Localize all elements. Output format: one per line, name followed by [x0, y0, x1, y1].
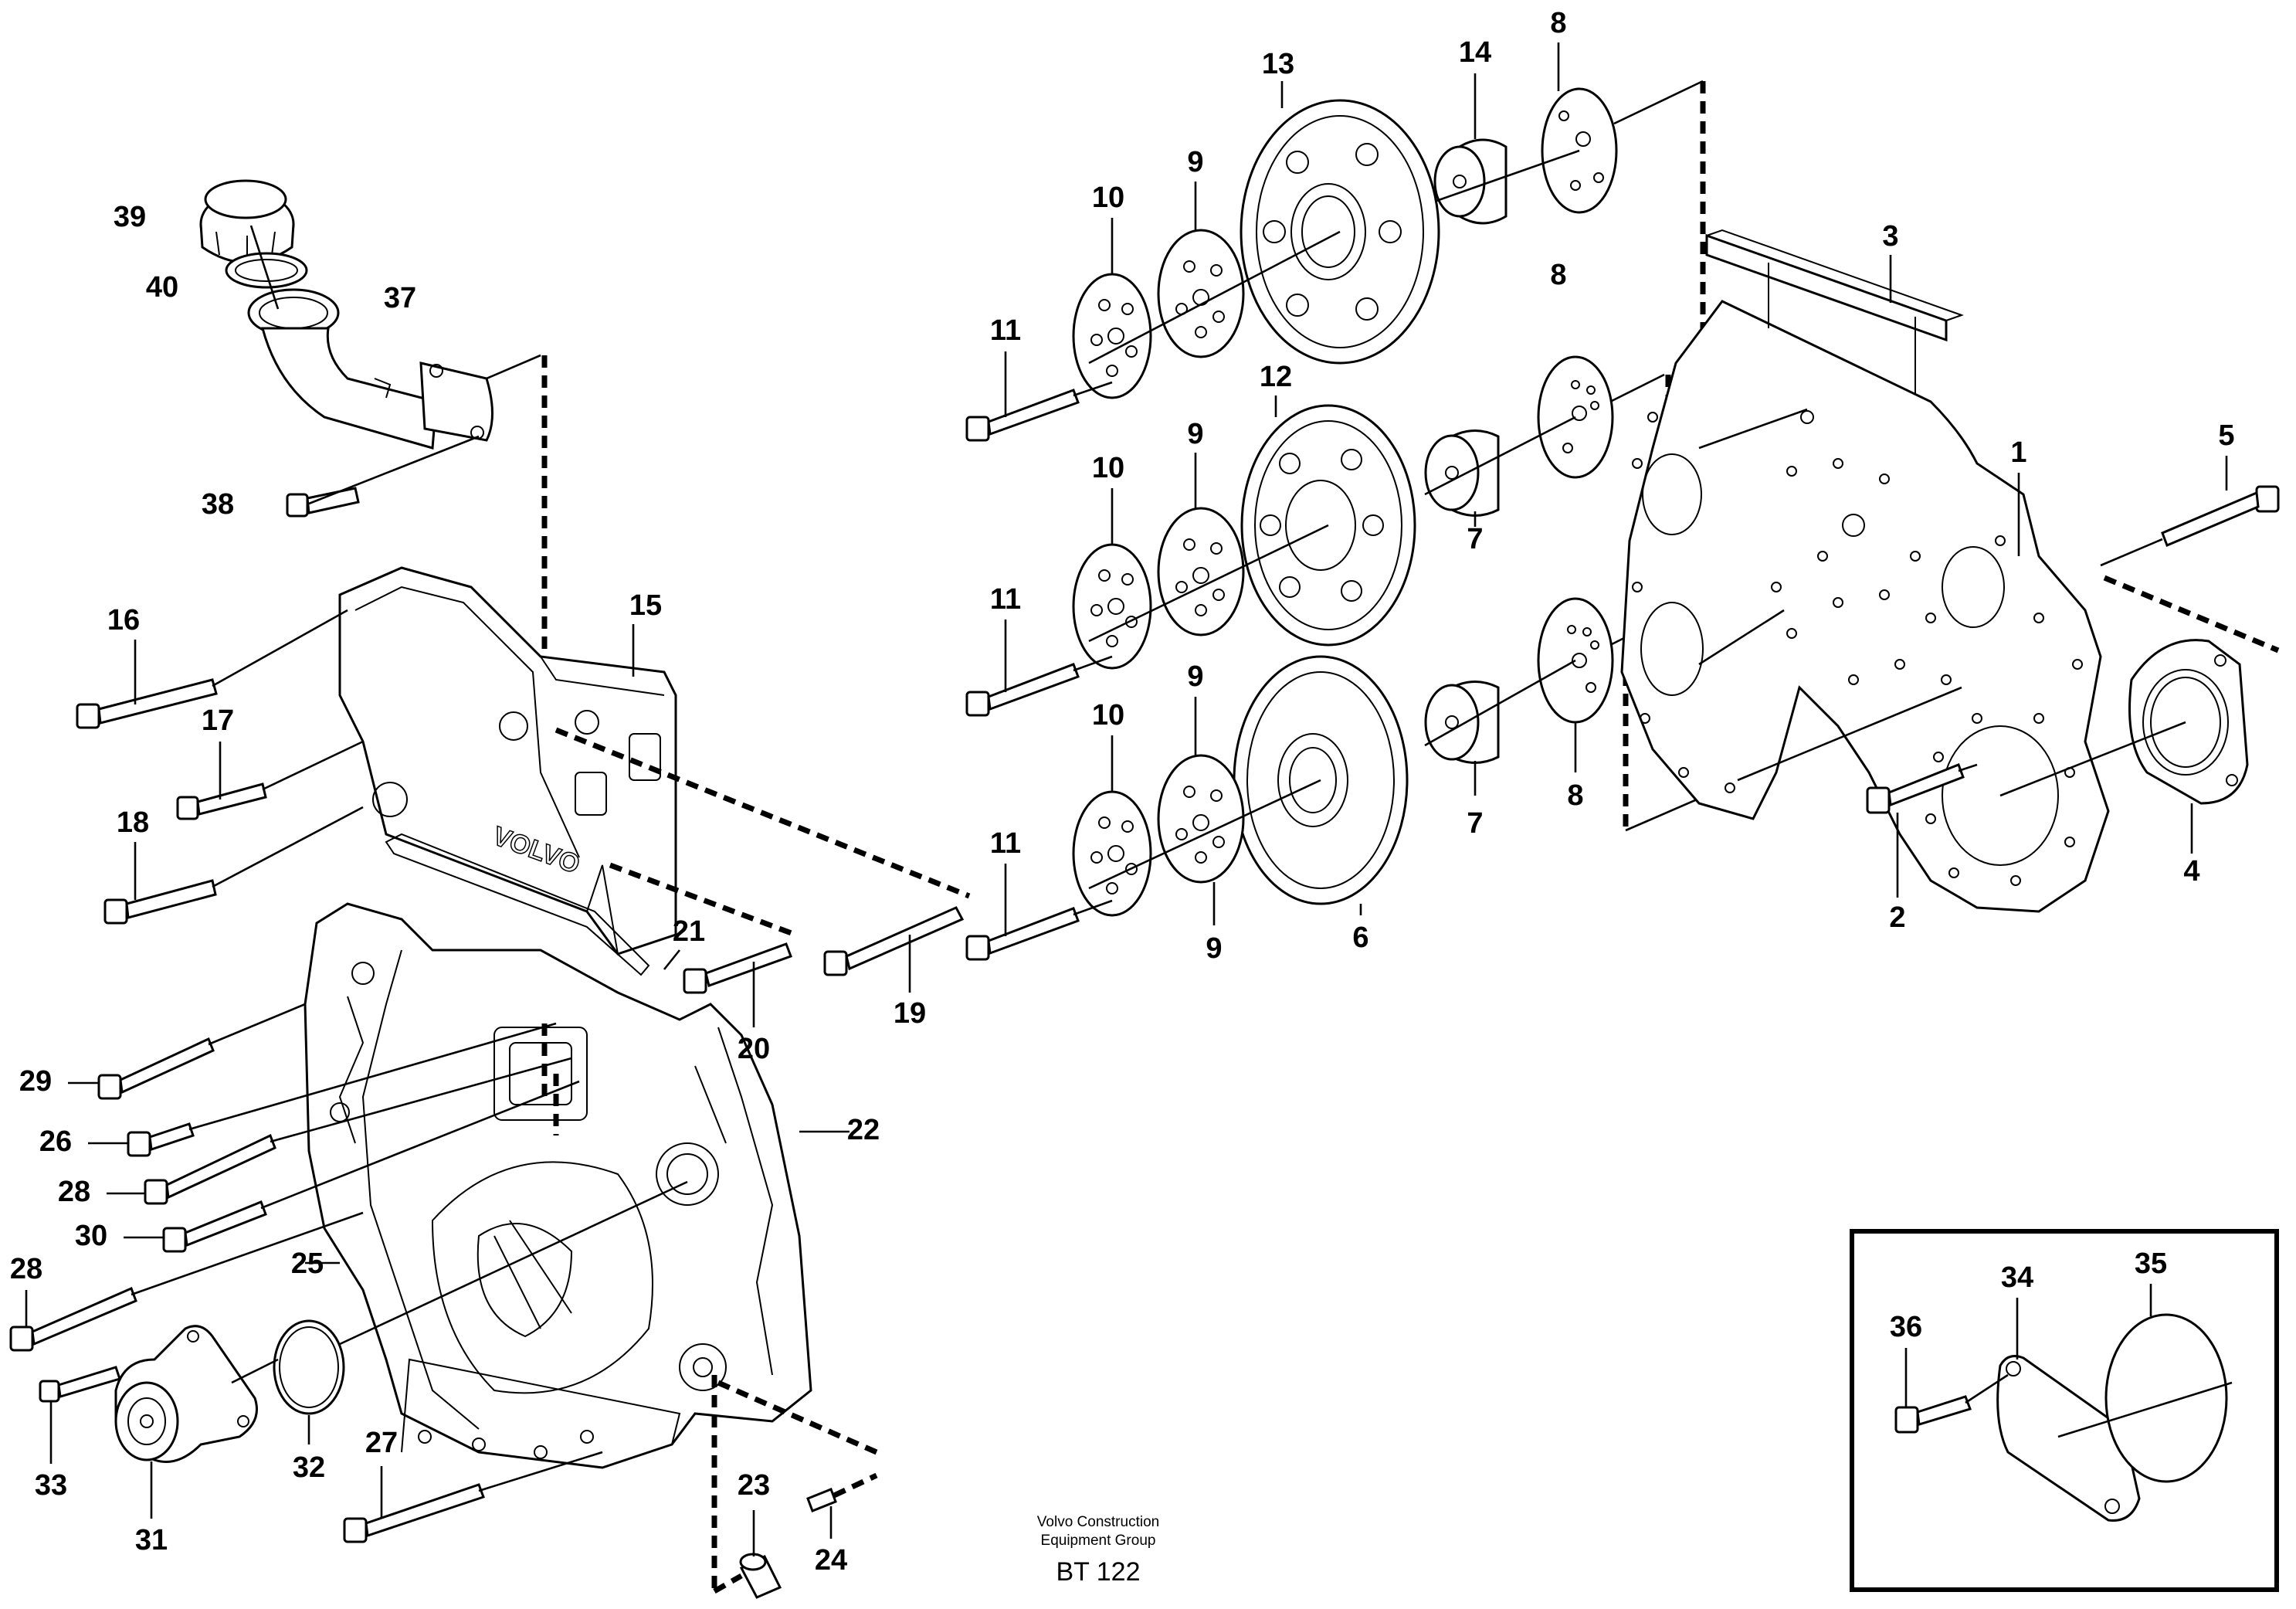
- bolt-19: [823, 906, 965, 976]
- cover-bolts: [76, 678, 267, 925]
- bolt-11-top: [965, 389, 1080, 442]
- oil-rail-3: [1705, 229, 1965, 394]
- seal-cover-4: [2128, 639, 2249, 805]
- callout-c7b: 7: [1467, 807, 1483, 840]
- timing-cover: VOLVO: [338, 566, 677, 956]
- callout-c28a: 28: [58, 1176, 90, 1208]
- callout-c10a: 10: [1092, 182, 1124, 214]
- callout-c33: 33: [35, 1469, 67, 1502]
- callout-c27: 27: [365, 1427, 398, 1459]
- timing-cover-gasket: [385, 833, 650, 976]
- callout-c20: 20: [738, 1033, 770, 1065]
- washer-9-middle: [1157, 507, 1245, 636]
- callout-c6: 6: [1352, 922, 1368, 954]
- callout-c10c: 10: [1092, 699, 1124, 732]
- callout-c21: 21: [673, 915, 705, 948]
- inset-detail-box: [1850, 1229, 2279, 1592]
- illustration-code: BT 122: [1056, 1557, 1140, 1587]
- bolt-2: [1866, 763, 1965, 814]
- callout-c19: 19: [894, 997, 926, 1030]
- callout-c9a: 9: [1187, 146, 1203, 178]
- footer-line-2: Equipment Group: [1041, 1533, 1156, 1549]
- callout-c22: 22: [847, 1114, 880, 1146]
- washer-10-bottom: [1072, 790, 1152, 917]
- water-pump-o-ring: [273, 1319, 345, 1415]
- timing-plate: [1620, 300, 2110, 913]
- hub-7-middle: [1424, 429, 1500, 517]
- callout-c40: 40: [146, 271, 178, 304]
- callout-c29: 29: [19, 1065, 52, 1098]
- callout-c18: 18: [117, 806, 149, 839]
- callout-c9c: 9: [1187, 660, 1203, 693]
- callout-c3: 3: [1882, 220, 1898, 253]
- callout-c1: 1: [2010, 436, 2026, 469]
- callout-c24: 24: [815, 1544, 847, 1577]
- callout-c13: 13: [1262, 48, 1294, 80]
- callout-c10b: 10: [1092, 452, 1124, 484]
- washer-9-top: [1157, 229, 1245, 358]
- callout-c35: 35: [2135, 1247, 2167, 1280]
- callout-c37: 37: [384, 282, 416, 314]
- callout-c7a: 7: [1467, 523, 1483, 555]
- oil-filler-cap: [199, 179, 295, 264]
- hub-7-bottom: [1424, 681, 1500, 764]
- callout-c8b: 8: [1550, 259, 1566, 291]
- callout-c12: 12: [1260, 361, 1292, 393]
- washer-10-middle: [1072, 543, 1152, 670]
- callout-c11b: 11: [990, 583, 1021, 616]
- callout-c39: 39: [114, 201, 146, 233]
- water-pump: [114, 1325, 258, 1463]
- publisher-footer: Volvo Construction Equipment Group BT 12…: [1037, 1514, 1159, 1587]
- bolt-11-middle: [965, 663, 1080, 717]
- callout-c8a: 8: [1550, 7, 1566, 39]
- oil-filler-pipe: [247, 288, 493, 450]
- o-ring-35: [2104, 1313, 2228, 1483]
- callout-c17: 17: [202, 704, 234, 737]
- hub-14: [1433, 138, 1507, 225]
- callout-c8c: 8: [1567, 779, 1583, 812]
- callout-c5: 5: [2218, 419, 2234, 452]
- callout-c31: 31: [135, 1524, 168, 1556]
- callout-c9d: 9: [1206, 932, 1222, 965]
- callout-c2: 2: [1889, 901, 1905, 934]
- bolt-27: [343, 1483, 485, 1543]
- callout-c11c: 11: [990, 827, 1021, 860]
- water-pump-bolt: [39, 1366, 121, 1403]
- callout-c15: 15: [629, 589, 662, 622]
- callout-c25: 25: [291, 1247, 324, 1280]
- bolt-36: [1894, 1395, 1972, 1434]
- bolt-11-bottom: [965, 907, 1080, 961]
- callout-c34: 34: [2001, 1261, 2033, 1294]
- callout-c9b: 9: [1187, 418, 1203, 450]
- callout-c30: 30: [75, 1220, 107, 1252]
- callout-c32: 32: [293, 1451, 325, 1484]
- callout-c23: 23: [738, 1469, 770, 1502]
- bolt-20: [683, 942, 792, 994]
- cover-plate-34: [1996, 1355, 2141, 1522]
- callout-c4: 4: [2183, 855, 2199, 888]
- callout-c11a: 11: [990, 314, 1021, 347]
- bolt-5: [2161, 485, 2280, 547]
- callout-c28b: 28: [10, 1253, 42, 1285]
- callout-c36: 36: [1890, 1311, 1922, 1343]
- washer-9-bottom: [1157, 754, 1245, 884]
- stud-24: [806, 1488, 837, 1512]
- callout-c14: 14: [1459, 36, 1491, 69]
- callout-c26: 26: [39, 1125, 72, 1158]
- callout-c38: 38: [202, 488, 234, 521]
- callout-c16: 16: [107, 604, 140, 636]
- dowel-pin-23: [739, 1553, 782, 1599]
- footer-line-1: Volvo Construction: [1037, 1514, 1159, 1530]
